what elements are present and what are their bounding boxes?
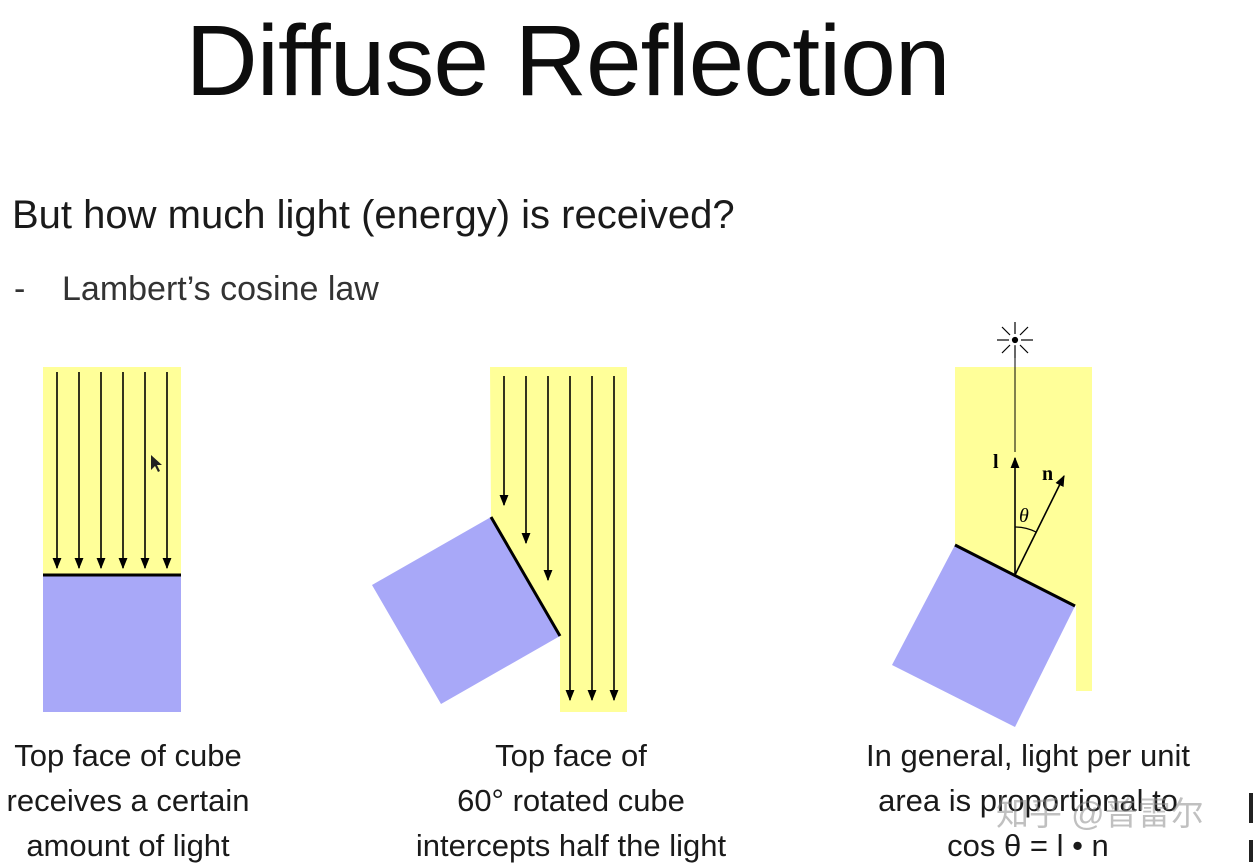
light-beam-left (43, 367, 181, 575)
caption-left-line-1: Top face of cube (14, 738, 242, 773)
normal-vector-n (1014, 474, 1065, 576)
diagram-left (43, 367, 181, 712)
caption-right-line-3: cos θ = l • n (947, 828, 1109, 863)
diagram-middle (372, 367, 627, 712)
theta-angle-arc (1014, 526, 1037, 533)
caption-right: In general, light per unit area is propo… (818, 733, 1238, 868)
bullet-dash: - (14, 270, 26, 308)
label-l: l (993, 451, 999, 473)
caption-left: Top face of cube receives a certain amou… (0, 733, 338, 868)
top-face-right (954, 543, 1076, 608)
edge-marks (1249, 793, 1253, 862)
caption-middle-line-2: 60° rotated cube (457, 783, 685, 818)
lambert-diagrams: l n θ (43, 322, 1092, 727)
label-theta: θ (1019, 505, 1029, 527)
mouse-cursor-icon (151, 455, 162, 472)
bullet-lamberts-law: Lambert’s cosine law (62, 270, 379, 308)
light-rays-middle (499, 376, 619, 702)
light-source-icon (997, 322, 1033, 358)
label-n: n (1042, 463, 1053, 485)
caption-left-line-2: receives a certain (6, 783, 250, 818)
cube-middle (372, 517, 560, 704)
slide-question: But how much light (energy) is received? (12, 193, 735, 237)
caption-left-line-3: amount of light (26, 828, 230, 863)
cube-right (892, 545, 1075, 727)
light-rays-left (52, 372, 172, 570)
caption-right-line-1: In general, light per unit (866, 738, 1190, 773)
slide-title: Diffuse Reflection (185, 5, 951, 117)
caption-middle-line-1: Top face of (495, 738, 647, 773)
watermark: 知乎 @普雷尔 (996, 795, 1204, 832)
diagram-right: l n θ (892, 322, 1092, 727)
caption-middle-line-3: intercepts half the light (415, 828, 727, 863)
caption-right-line-2: area is proportional to (878, 783, 1178, 818)
light-beam-right (955, 367, 1092, 691)
top-face-middle (489, 516, 562, 637)
caption-middle: Top face of 60° rotated cube intercepts … (361, 733, 781, 868)
cube-left (43, 575, 181, 712)
